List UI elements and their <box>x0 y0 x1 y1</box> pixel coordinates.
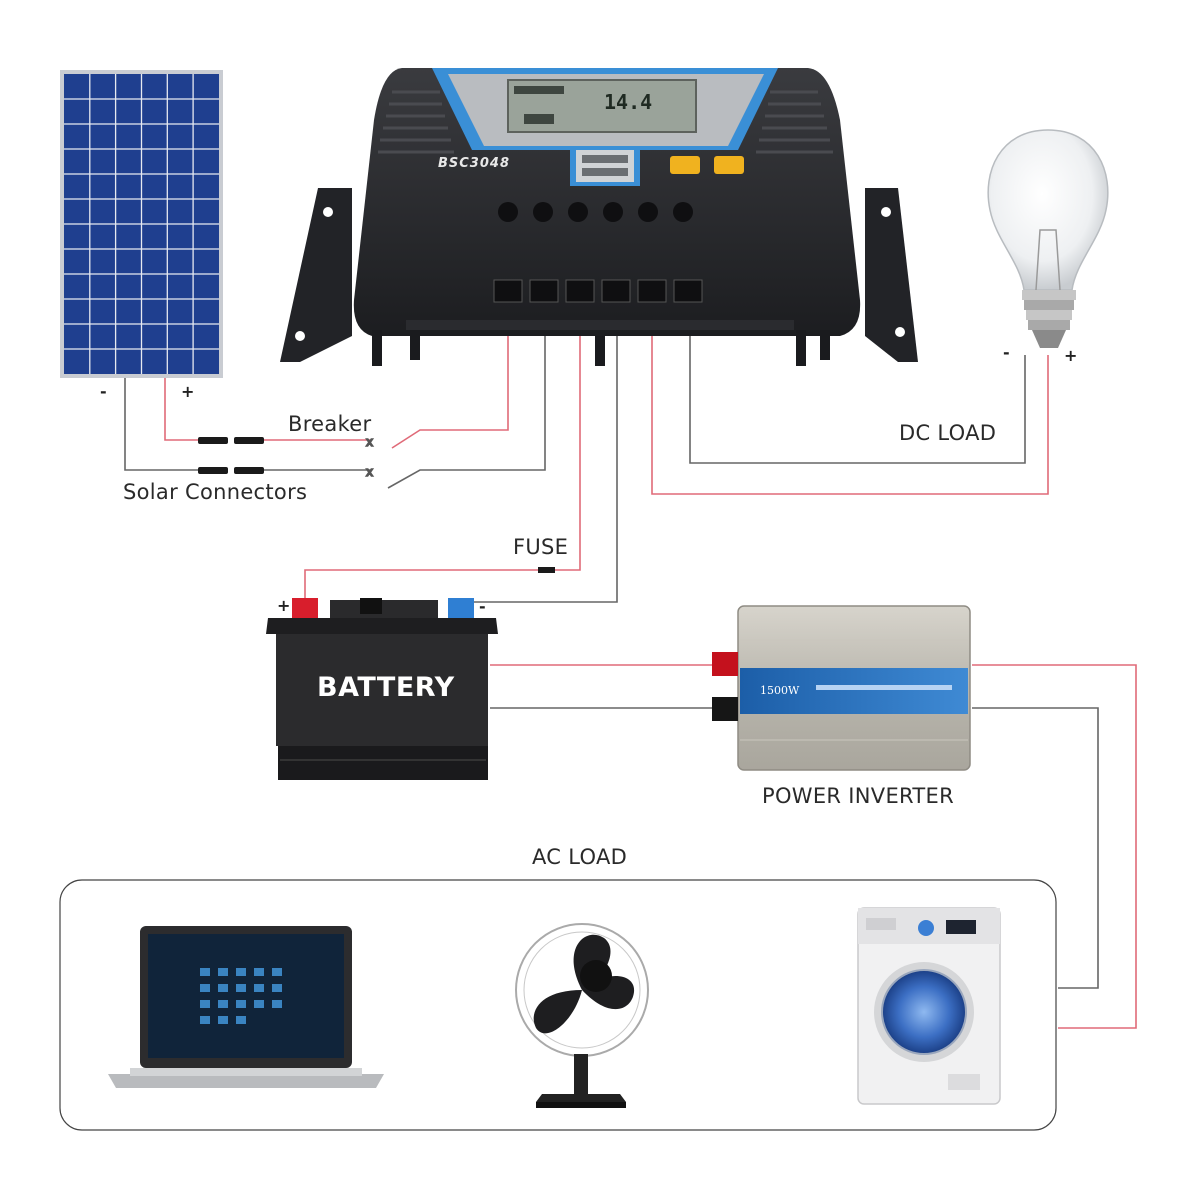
controller-model-label: BSC3048 <box>438 156 510 171</box>
battery-positive-wire-2 <box>304 569 538 598</box>
fuse-symbol <box>538 567 555 573</box>
washing-machine-icon <box>857 907 1001 1105</box>
inverter-rating-label: 1500W <box>760 684 800 697</box>
battery-label: BATTERY <box>317 672 455 703</box>
panel-positive-sign: + <box>181 382 195 401</box>
ac-load-frame <box>59 879 1057 1131</box>
solar-connectors-label: Solar Connectors <box>123 480 308 504</box>
panel-negative-sign: - <box>100 382 107 401</box>
laptop-icon <box>108 926 384 1088</box>
battery-icon <box>266 598 498 780</box>
battery-positive-wire <box>555 298 581 571</box>
solar-connectors <box>198 437 264 474</box>
pv-negative-wire-3 <box>387 298 546 489</box>
bulb-positive-sign: + <box>1064 346 1078 365</box>
breaker-label: Breaker <box>288 412 372 436</box>
dc-load-label: DC LOAD <box>899 421 997 445</box>
wires <box>124 298 1137 1029</box>
pv-positive-wire-3 <box>391 298 509 449</box>
fan-icon <box>515 923 649 1108</box>
power-inverter-label: POWER INVERTER <box>762 784 954 808</box>
battery-positive-sign: + <box>277 596 291 615</box>
svg-text:x: x <box>366 465 373 479</box>
lcd-voltage-readout: 14.4 <box>604 90 653 114</box>
ac-negative-wire <box>972 707 1099 989</box>
ac-positive-wire <box>972 664 1137 1029</box>
dc-load-negative-wire <box>689 298 1026 464</box>
light-bulb-icon <box>987 129 1109 348</box>
pv-positive-wire <box>164 378 198 441</box>
solar-panel-icon <box>60 70 223 378</box>
breaker-switch: x x <box>365 434 374 480</box>
battery-negative-wire <box>470 298 618 603</box>
fuse-label: FUSE <box>513 535 569 559</box>
ac-load-label: AC LOAD <box>532 845 628 869</box>
charge-controller-icon <box>280 68 918 366</box>
bulb-negative-sign: - <box>1003 343 1010 362</box>
dc-load-positive-wire <box>651 298 1049 495</box>
power-inverter-icon <box>712 605 971 771</box>
battery-negative-sign: - <box>479 597 486 616</box>
pv-negative-wire <box>124 378 198 471</box>
svg-text:x: x <box>366 435 373 449</box>
